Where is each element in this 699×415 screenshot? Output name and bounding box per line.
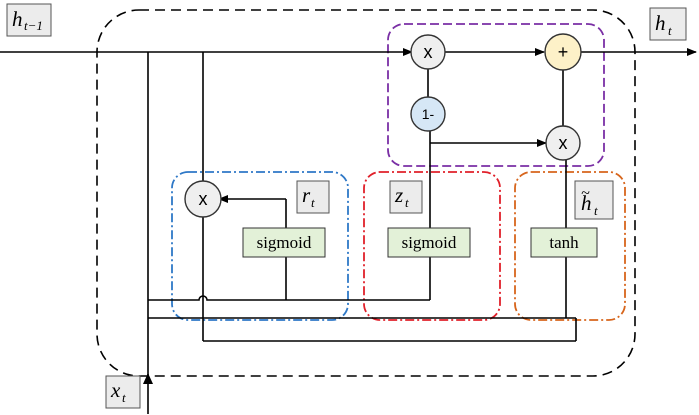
input-bus-wire [148, 295, 430, 301]
wires [0, 48, 697, 414]
reset-sigmoid-label: sigmoid [257, 233, 312, 252]
candidate-label-main: h [581, 191, 592, 215]
top-mul-op: x [410, 34, 446, 70]
output-group-box [387, 23, 605, 167]
h-out-label: h t [649, 7, 687, 41]
candidate-label: ~ h t [574, 180, 614, 220]
update-gate-group-box [363, 171, 501, 321]
h-prev-label-sub: t−1 [24, 18, 43, 33]
x-input-label: x t [105, 375, 141, 409]
one-minus-symbol: 1- [422, 106, 435, 122]
update-sigmoid-box: sigmoid [387, 227, 471, 258]
top-mul-symbol: x [424, 42, 433, 62]
h-out-label-sub: t [668, 23, 672, 38]
h-prev-label: h t−1 [6, 3, 52, 37]
x-input-label-main: x [110, 378, 121, 402]
add-op: + [544, 33, 582, 71]
update-gate-label: z t [389, 180, 423, 214]
reset-gate-label-main: r [302, 183, 311, 207]
candidate-mul-op: x [545, 125, 581, 161]
candidate-mul-symbol: x [559, 133, 568, 153]
one-minus-op: 1- [410, 96, 446, 132]
reset-mul-op: x [184, 180, 222, 218]
add-symbol: + [558, 42, 569, 62]
update-sigmoid-label: sigmoid [402, 233, 457, 252]
reset-gate-group-box [171, 171, 349, 321]
candidate-tanh-box: tanh [530, 227, 598, 258]
h-out-label-main: h [655, 11, 666, 35]
update-gate-label-sub: t [405, 195, 409, 210]
reset-gate-label: r t [296, 180, 330, 214]
h-prev-label-main: h [12, 7, 23, 31]
update-gate-label-main: z [394, 183, 403, 207]
candidate-label-tilde: ~ [581, 185, 590, 202]
gru-cell-boundary [96, 9, 636, 377]
candidate-tanh-label: tanh [549, 233, 579, 252]
reset-gate-label-sub: t [311, 195, 315, 210]
reset-sigmoid-box: sigmoid [242, 227, 326, 258]
reset-mul-symbol: x [199, 189, 208, 209]
candidate-group-box [514, 171, 626, 321]
x-input-label-sub: t [122, 390, 126, 405]
candidate-label-sub: t [594, 203, 598, 218]
